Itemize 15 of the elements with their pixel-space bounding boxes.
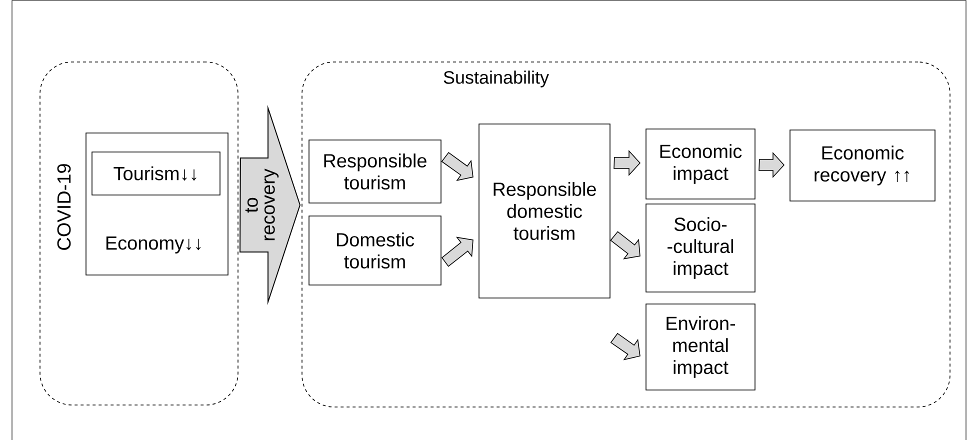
edge-label: to recovery <box>244 164 280 246</box>
process-box: Environ- mental impact <box>646 304 756 390</box>
process-box: Economic impact <box>646 128 756 200</box>
process-box: Socio- -cultural impact <box>646 204 756 292</box>
box-text: Economy↓↓ <box>106 236 201 254</box>
process-box: Responsible domestic tourism <box>478 124 610 298</box>
block-arrow <box>758 152 785 178</box>
block-arrow <box>610 231 640 260</box>
block-arrow <box>614 150 641 176</box>
process-box: Economic recovery ↑↑ <box>790 130 936 202</box>
process-box: Responsible tourism <box>308 140 442 204</box>
process-box: Tourism↓↓ <box>92 152 220 196</box>
process-box: Domestic tourism <box>308 216 442 286</box>
group-title: COVID-19 <box>57 164 71 250</box>
group-title: Sustainability <box>444 70 549 88</box>
